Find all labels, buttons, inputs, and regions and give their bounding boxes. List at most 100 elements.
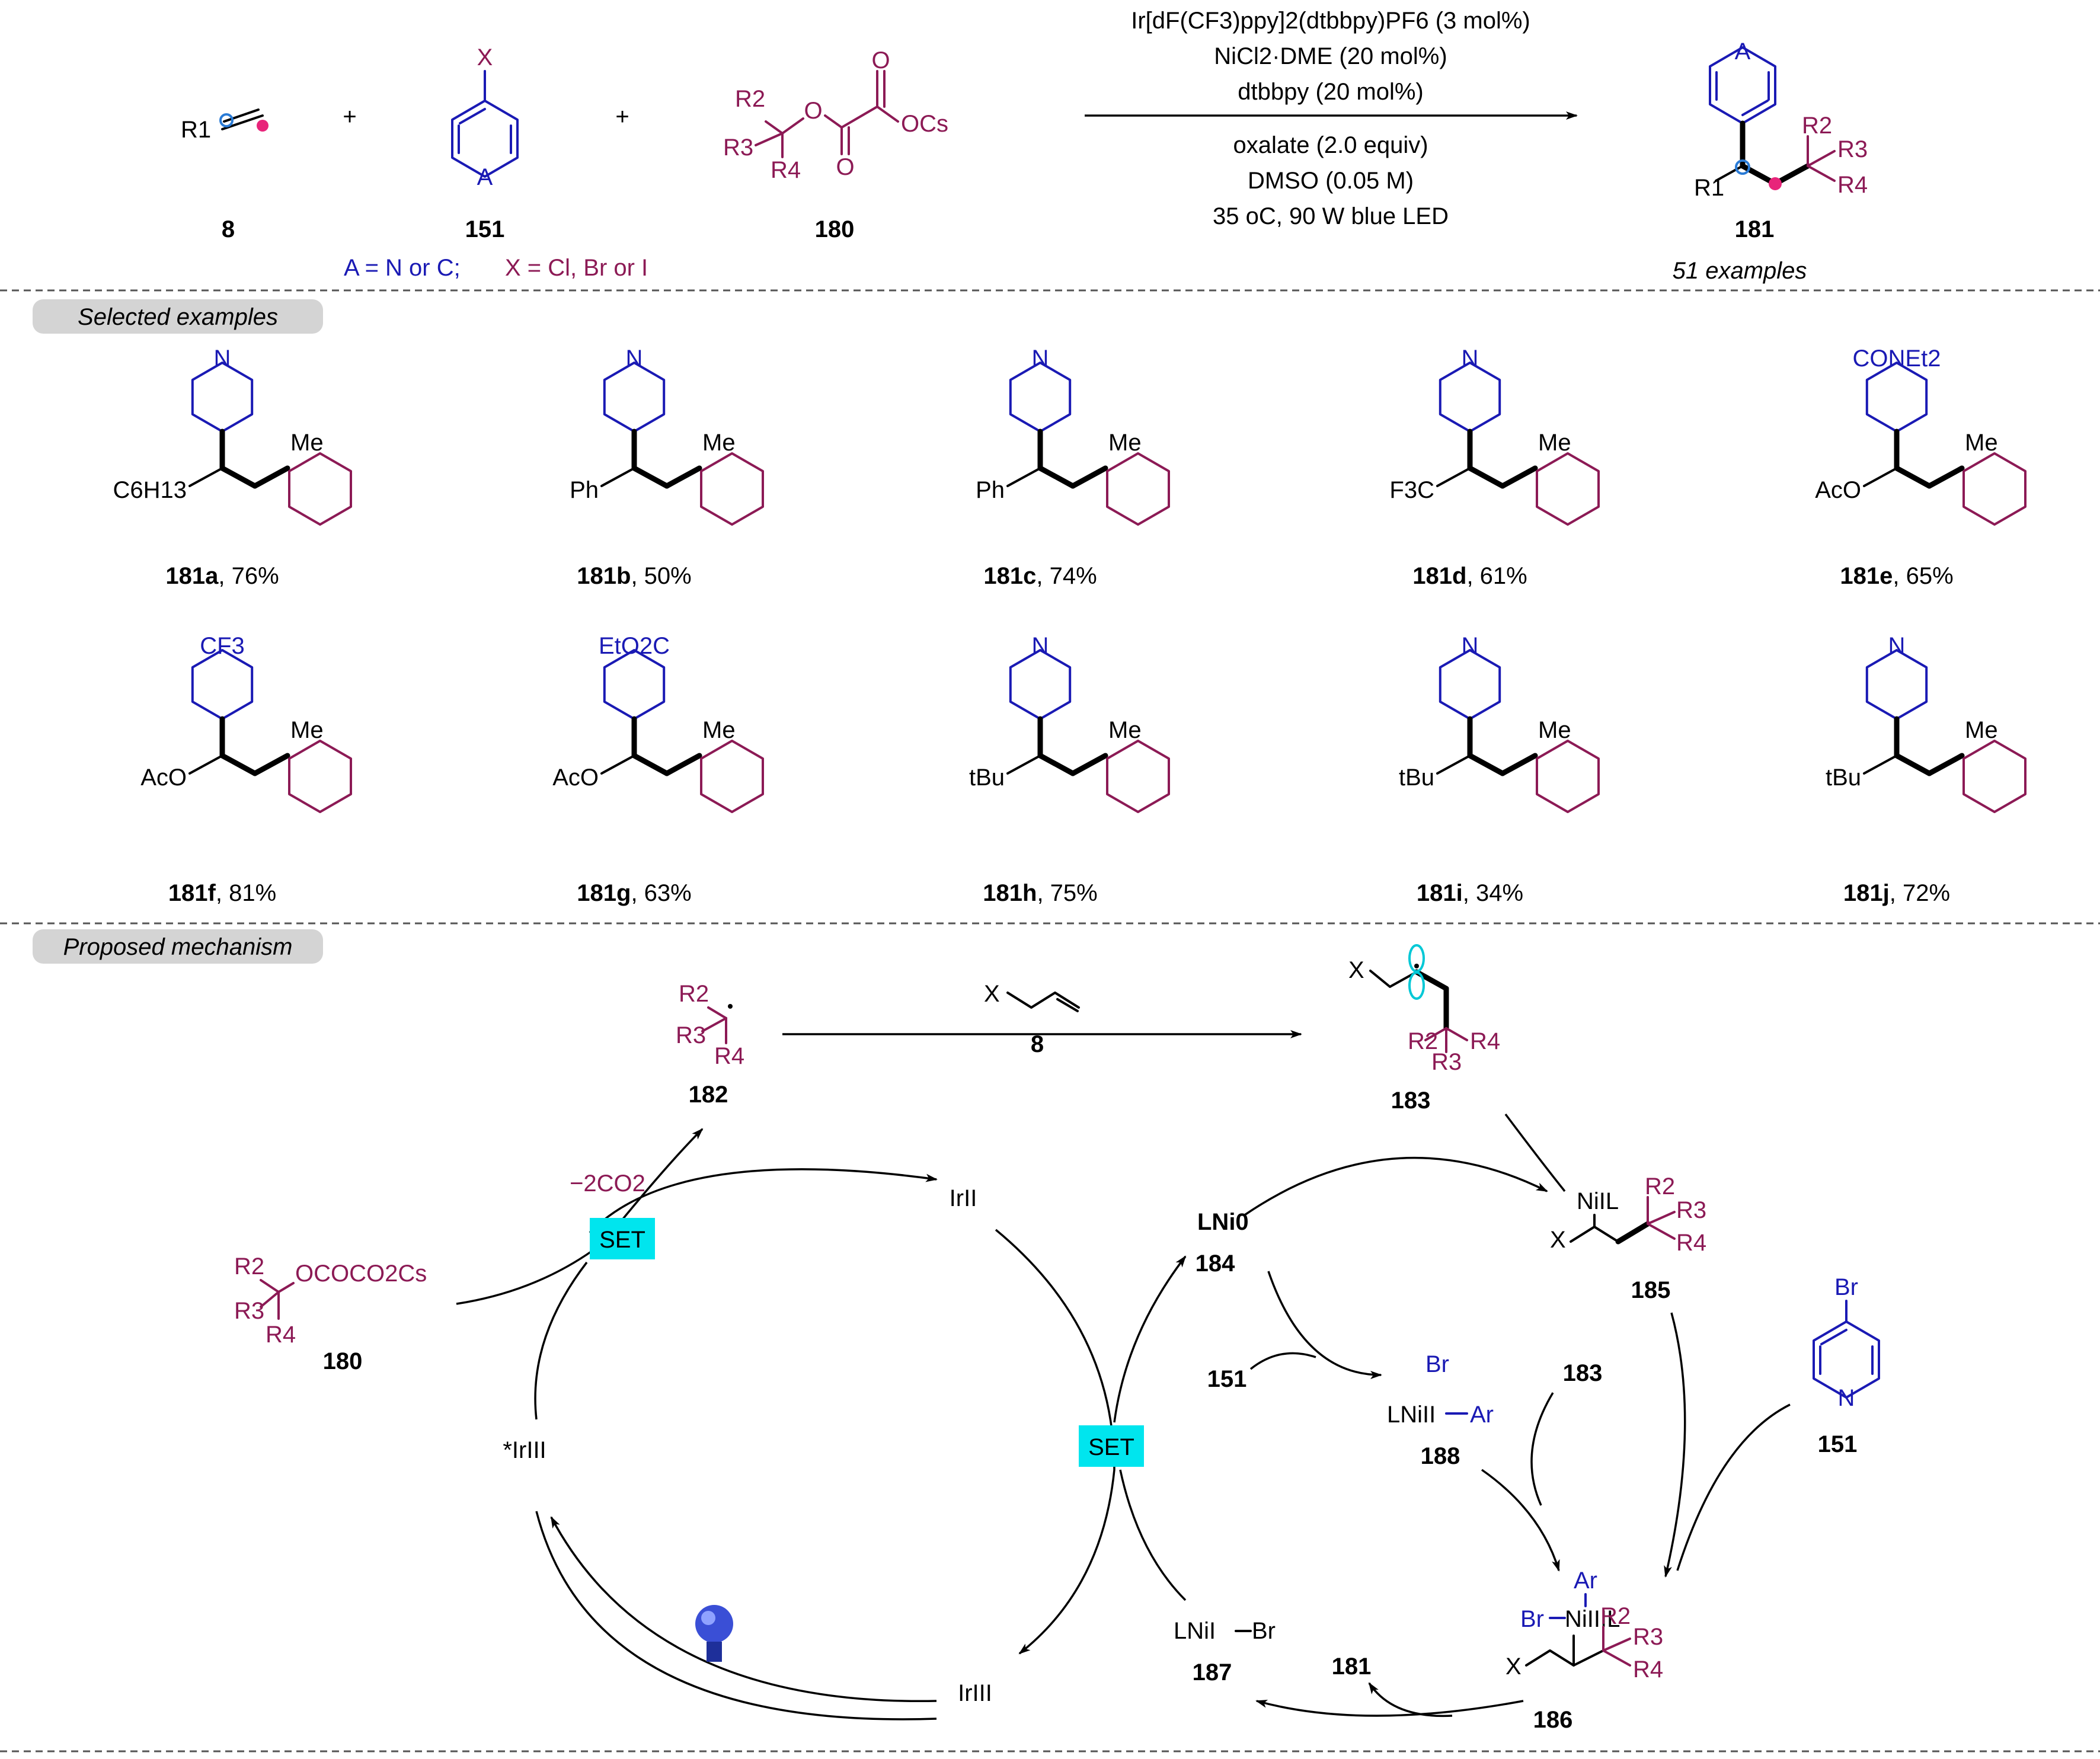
188-to-186-arrow xyxy=(1481,1469,1560,1572)
me-label-181a: Me xyxy=(290,430,324,456)
r4-label-182: R4 xyxy=(714,1043,744,1069)
r3-label-180m: R3 xyxy=(234,1298,264,1324)
conditions-below: oxalate (2.0 equiv) DMSO (0.05 M) 35 oC,… xyxy=(1213,132,1449,229)
compound-8-label: 8 xyxy=(222,216,235,242)
c151-bp-label: 151 xyxy=(1818,1431,1858,1457)
ar-label-186: Ar xyxy=(1574,1568,1597,1594)
left-bond-181h xyxy=(1006,754,1041,775)
quaternary-bond-181d xyxy=(1500,465,1538,489)
condition-oxalate: oxalate (2.0 equiv) xyxy=(1233,132,1428,158)
aryl-ring-181d xyxy=(1439,362,1501,433)
path-180-to-set xyxy=(456,1249,594,1305)
me-label-181d: Me xyxy=(1538,430,1571,456)
methylene-bond-181b xyxy=(631,465,670,489)
br-label-151: Br xyxy=(1834,1274,1858,1300)
r4-label-181: R4 xyxy=(1837,172,1868,198)
r3-label-183: R3 xyxy=(1431,1049,1462,1075)
condition-catalyst: Ir[dF(CF3)ppy]2(dtbbpy)PF6 (3 mol%) xyxy=(1131,8,1530,34)
r4-label-186: R4 xyxy=(1633,1656,1663,1683)
example-label-181e: 181e, 65% xyxy=(1840,563,1953,589)
carbonyl-oxygen-1: O xyxy=(836,154,854,180)
aryl-label-181i: N xyxy=(1462,633,1479,659)
quaternary-bond-181c xyxy=(1070,465,1108,489)
radical-183-label: 183 xyxy=(1391,1088,1431,1114)
c181-mech-label: 181 xyxy=(1332,1654,1372,1680)
top-reaction: R1 8 + X A 151 + R2 R3 R4 xyxy=(181,8,1868,284)
quaternary-bond-181e xyxy=(1926,465,1965,489)
example-label-181a: 181a, 76% xyxy=(165,563,279,589)
ir-iii-star-label: *IrIII xyxy=(503,1437,546,1463)
quaternary-bond-181h xyxy=(1070,753,1108,776)
substituent-181d: F3C xyxy=(1389,477,1434,503)
aryl-label-181j: N xyxy=(1888,633,1906,659)
x-label-183: X xyxy=(1348,957,1364,983)
left-bond-181f xyxy=(188,754,223,775)
example-label-181f: 181f, 81% xyxy=(168,880,276,906)
substrate-180-mech: R2 R3 R4 OCOCO2Cs xyxy=(234,1253,427,1348)
selected-examples-header: Selected examples xyxy=(78,304,278,330)
methylene-bond-181i xyxy=(1467,753,1506,776)
substituent-181c: Ph xyxy=(976,477,1005,503)
aryl-label-181h: N xyxy=(1032,633,1049,659)
c183-mech-label: 183 xyxy=(1563,1360,1603,1386)
151-feed-arrow xyxy=(1249,1352,1316,1370)
aryl-ring-181j xyxy=(1865,649,1928,720)
x-label-185: X xyxy=(1550,1227,1566,1253)
aryl-ring-181i xyxy=(1439,649,1501,720)
set-to-182-arrow xyxy=(615,1128,704,1228)
reagent-8-structure: X xyxy=(984,981,1080,1012)
aryl-label-181d: N xyxy=(1462,346,1479,372)
left-bond-181c xyxy=(1006,467,1041,487)
compound-8-structure: R1 xyxy=(181,108,269,143)
cyclohexyl-ring-181j xyxy=(1962,740,2027,813)
r2-label-181: R2 xyxy=(1802,113,1832,139)
compound-181-structure: A R1 R2 R3 R4 xyxy=(1694,39,1868,201)
bromopyridine-151-structure: Br N xyxy=(1813,1274,1880,1411)
example-label-181i: 181i, 34% xyxy=(1417,880,1523,906)
radical-182-structure: R2 R3 R4 xyxy=(676,981,744,1069)
pink-carbon-marker xyxy=(257,120,269,132)
set-box-2 xyxy=(1079,1425,1144,1467)
cyclohexyl-ring-181f xyxy=(288,740,352,813)
aryl-label-181a: N xyxy=(214,346,231,372)
quaternary-bond-181f xyxy=(252,753,290,776)
aryl-ring-181a xyxy=(191,362,254,433)
quaternary-bond-181a xyxy=(252,465,290,489)
c188-label: 188 xyxy=(1421,1443,1460,1469)
compound-180-label: 180 xyxy=(815,216,855,242)
methylene-bond-181e xyxy=(1894,465,1932,489)
me-label-181j: Me xyxy=(1965,717,1998,743)
aryl-label-181g: EtO2C xyxy=(599,633,670,659)
br-label-187: Br xyxy=(1252,1618,1276,1644)
example-label-181c: 181c, 74% xyxy=(983,563,1097,589)
left-bond-181i xyxy=(1436,754,1471,775)
cyclohexyl-ring-181i xyxy=(1536,740,1600,813)
aryl-ring-181c xyxy=(1009,362,1072,433)
aryl-label-181f: CF3 xyxy=(200,633,245,659)
x-label-186: X xyxy=(1506,1654,1522,1680)
aryl-ring-181g xyxy=(603,649,666,720)
cyclohexyl-ring-181e xyxy=(1962,452,2027,526)
c186-label: 186 xyxy=(1533,1707,1573,1733)
light-bulb-icon xyxy=(695,1605,733,1662)
compound-151-label: 151 xyxy=(465,216,505,242)
aryl-ring-181e xyxy=(1865,362,1928,433)
n-label-151: N xyxy=(1838,1385,1855,1411)
set-to-irii-arrow xyxy=(589,1168,938,1234)
aryl-label-181c: N xyxy=(1032,346,1049,372)
me-label-181f: Me xyxy=(290,717,324,743)
left-bond-181a xyxy=(188,467,223,487)
r2-label: R2 xyxy=(735,86,765,112)
carbonyl-oxygen-2: O xyxy=(871,47,890,73)
c184-label: 184 xyxy=(1196,1251,1235,1277)
substituent-181e: AcO xyxy=(1815,477,1861,503)
condition-ligand: dtbbpy (20 mol%) xyxy=(1238,79,1423,105)
light-excitation-arrow-2 xyxy=(535,1511,937,1720)
r1-label: R1 xyxy=(181,117,211,143)
intermediate-188-structure: Br LNiII Ar xyxy=(1387,1351,1494,1428)
irii-to-iriii-arrow xyxy=(995,1229,1115,1655)
183-feed-arrow xyxy=(1530,1392,1554,1506)
methylene-bond-181f xyxy=(219,753,258,776)
ar-label-188: Ar xyxy=(1470,1402,1494,1428)
